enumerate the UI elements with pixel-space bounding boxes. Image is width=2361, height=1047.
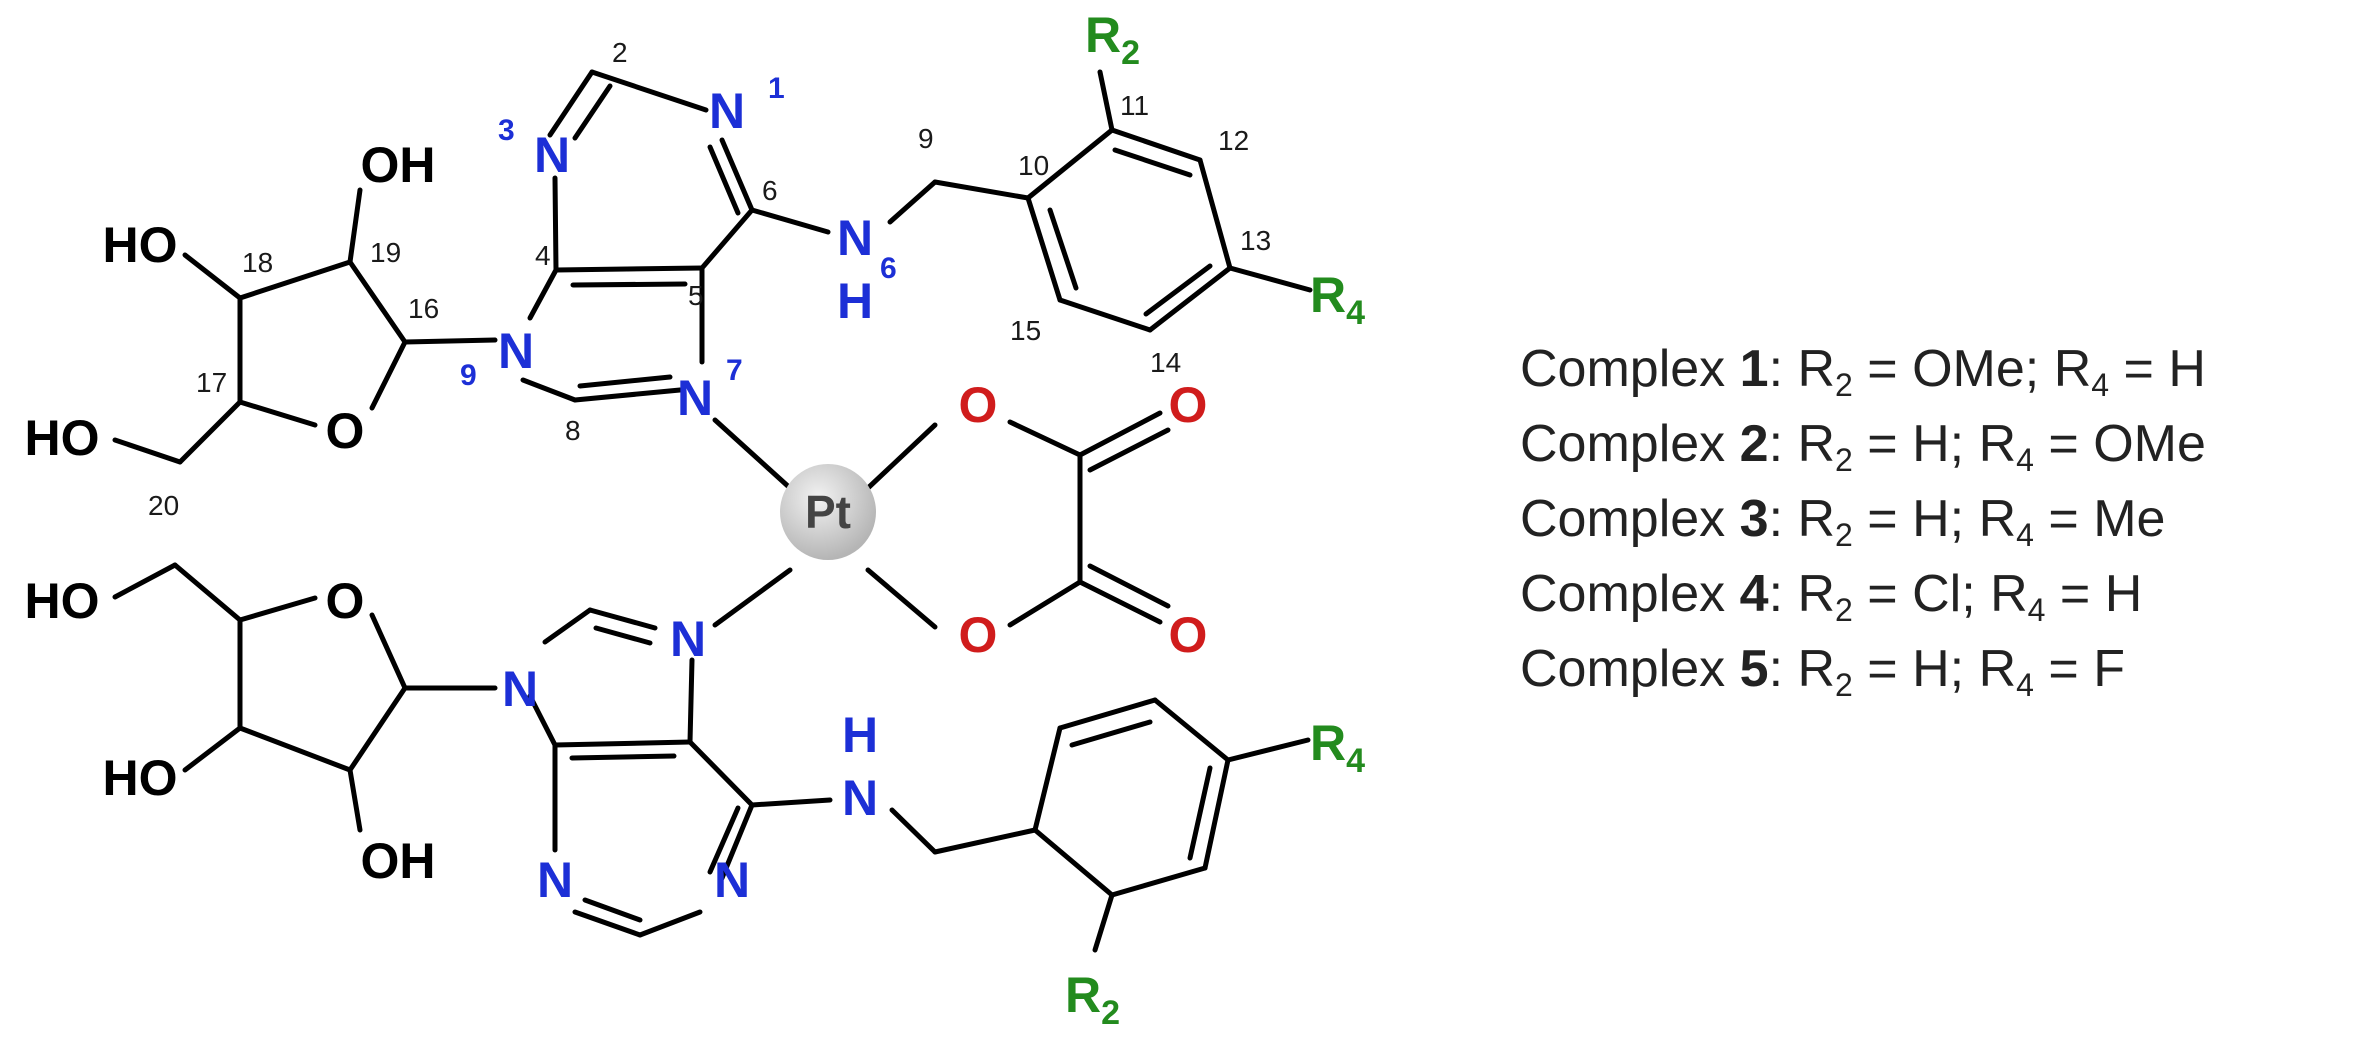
upper-substituents: R2 R4	[1085, 7, 1365, 332]
label-12: 12	[1218, 125, 1249, 156]
ho-20: HO	[25, 410, 100, 466]
ring-oxygen-lower: O	[326, 573, 365, 629]
oxalate-o-top: O	[959, 377, 998, 433]
label-10: 10	[1018, 150, 1049, 181]
lower-ho-18: HO	[103, 750, 178, 806]
r4-lower: R4	[1310, 715, 1365, 780]
oh-19: OH	[361, 137, 436, 193]
legend-row: Complex 5: R2 = H; R4 = F	[1520, 640, 2125, 703]
label-9: 9	[918, 123, 934, 154]
upper-ribose-atoms: OH HO HO O	[25, 137, 436, 466]
label-14: 14	[1150, 347, 1181, 378]
oxalate-o-bottom: O	[959, 607, 998, 663]
n7-atom: N	[677, 370, 713, 426]
n6-atom: N	[837, 210, 873, 266]
label-n7: 7	[726, 354, 743, 387]
label-15: 15	[1010, 315, 1041, 346]
lower-oh-19: OH	[361, 833, 436, 889]
label-n1: 1	[768, 72, 785, 105]
label-20: 20	[148, 490, 179, 521]
lower-n6-hydrogen: H	[842, 707, 878, 763]
lower-n1-atom: N	[714, 852, 750, 908]
label-5: 5	[688, 280, 704, 311]
label-19: 19	[370, 237, 401, 268]
lower-n7-atom: N	[670, 611, 706, 667]
complex-legend: Complex 1: R2 = OMe; R4 = H Complex 2: R…	[1520, 340, 2206, 703]
n3-atom: N	[534, 127, 570, 183]
label-17: 17	[196, 367, 227, 398]
pt-label: Pt	[805, 486, 851, 538]
label-18: 18	[242, 247, 273, 278]
oxalate-carbonyl-top: O	[1169, 377, 1208, 433]
lower-n3-atom: N	[537, 852, 573, 908]
label-n9: 9	[460, 359, 477, 392]
atom-numbering: 1 2 3 4 5 6 6 7 8 9 9 10 11 12 13 14 15 …	[148, 37, 1271, 521]
label-8: 8	[565, 415, 581, 446]
lower-substituents: R4 R2	[1065, 715, 1365, 1032]
lower-n9-atom: N	[502, 661, 538, 717]
label-n3: 3	[498, 114, 515, 147]
label-16: 16	[408, 293, 439, 324]
label-6: 6	[762, 175, 778, 206]
upper-purine-atoms: N N N H N N	[498, 83, 873, 426]
r4-upper: R4	[1310, 267, 1365, 332]
ho-18: HO	[103, 217, 178, 273]
oxalate-carbonyl-bottom: O	[1169, 607, 1208, 663]
lower-ribose-atoms: HO O HO OH	[25, 573, 436, 889]
r2-lower: R2	[1065, 967, 1120, 1032]
n9-atom: N	[498, 323, 534, 379]
platinum-center: Pt	[780, 464, 876, 560]
label-11: 11	[1120, 90, 1149, 121]
oxalate-atoms: O O O O	[959, 377, 1208, 663]
lower-ho-20: HO	[25, 573, 100, 629]
bond-network	[112, 69, 1313, 953]
label-2: 2	[612, 37, 628, 68]
lower-n6-atom: N	[842, 770, 878, 826]
r2-upper: R2	[1085, 7, 1140, 72]
legend-row: Complex 3: R2 = H; R4 = Me	[1520, 490, 2165, 553]
legend-row: Complex 4: R2 = Cl; R4 = H	[1520, 565, 2142, 628]
legend-row: Complex 1: R2 = OMe; R4 = H	[1520, 340, 2206, 403]
label-13: 13	[1240, 225, 1271, 256]
label-n6: 6	[880, 252, 897, 285]
label-4: 4	[535, 240, 551, 271]
ring-oxygen-upper: O	[326, 403, 365, 459]
pt-sphere	[780, 464, 876, 560]
lower-purine-atoms: N N H N N N	[502, 611, 878, 908]
n1-atom: N	[709, 83, 745, 139]
legend-row: Complex 2: R2 = H; R4 = OMe	[1520, 415, 2206, 478]
n6-hydrogen: H	[837, 273, 873, 329]
